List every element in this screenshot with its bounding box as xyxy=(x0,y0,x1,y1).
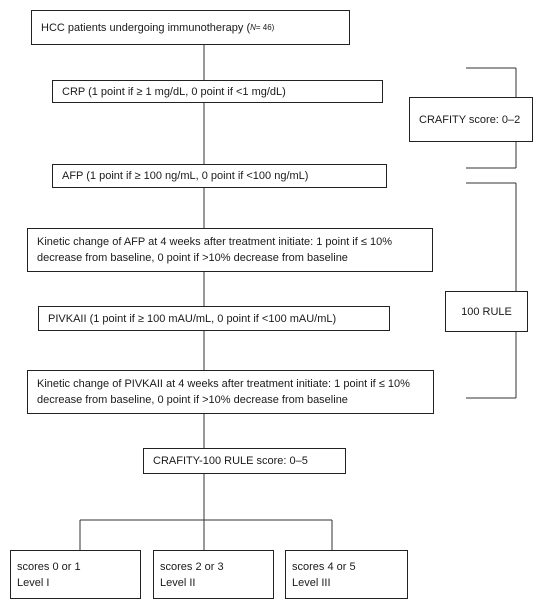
level-3-label: Level III xyxy=(292,576,331,589)
crp-box: CRP (1 point if ≥ 1 mg/dL, 0 point if <1… xyxy=(52,80,383,103)
population-n-symbol: N xyxy=(250,22,256,32)
crafity-score-box: CRAFITY score: 0–2 xyxy=(409,97,533,142)
afp-kinetic-line1: Kinetic change of AFP at 4 weeks after t… xyxy=(37,236,392,248)
afp-box: AFP (1 point if ≥ 100 ng/mL, 0 point if … xyxy=(52,164,387,188)
level-3-box: scores 4 or 5 Level III xyxy=(285,550,408,599)
total-score-label: CRAFITY-100 RULE score: 0–5 xyxy=(153,455,308,467)
crp-label: CRP (1 point if ≥ 1 mg/dL, 0 point if <1… xyxy=(62,85,286,98)
afp-kinetic-box: Kinetic change of AFP at 4 weeks after t… xyxy=(27,228,433,272)
level-1-label: Level I xyxy=(17,576,50,589)
level-2-scores: scores 2 or 3 xyxy=(160,560,224,573)
crafity-score-label: CRAFITY score: 0–2 xyxy=(419,113,521,126)
population-n-value: = 46) xyxy=(255,22,275,32)
pivka-label: PIVKAII (1 point if ≥ 100 mAU/mL, 0 poin… xyxy=(48,312,337,325)
population-box: HCC patients undergoing immunotherapy (N… xyxy=(31,10,350,45)
total-score-box: CRAFITY-100 RULE score: 0–5 xyxy=(143,448,346,474)
level-1-box: scores 0 or 1 Level I xyxy=(10,550,141,599)
rule-100-label: 100 RULE xyxy=(461,305,512,318)
pivka-kinetic-line2: decrease from baseline, 0 point if >10% … xyxy=(37,394,348,406)
afp-kinetic-line2: decrease from baseline, 0 point if >10% … xyxy=(37,252,348,264)
afp-label: AFP (1 point if ≥ 100 ng/mL, 0 point if … xyxy=(62,170,309,182)
level-2-box: scores 2 or 3 Level II xyxy=(153,550,274,599)
population-label: HCC patients undergoing immunotherapy ( xyxy=(41,21,251,34)
level-1-scores: scores 0 or 1 xyxy=(17,560,81,573)
level-2-label: Level II xyxy=(160,576,196,589)
level-3-scores: scores 4 or 5 xyxy=(292,560,356,573)
pivka-kinetic-box: Kinetic change of PIVKAII at 4 weeks aft… xyxy=(27,370,434,414)
pivka-box: PIVKAII (1 point if ≥ 100 mAU/mL, 0 poin… xyxy=(38,306,390,331)
rule-100-box: 100 RULE xyxy=(445,291,528,332)
pivka-kinetic-line1: Kinetic change of PIVKAII at 4 weeks aft… xyxy=(37,378,410,390)
